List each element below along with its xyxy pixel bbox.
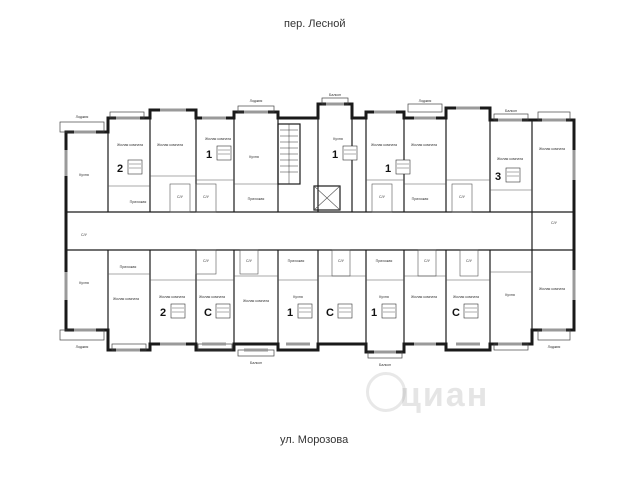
room-label-corridor: Прихожая <box>248 197 265 201</box>
apartment-type-number: С <box>326 307 334 319</box>
street-name-top: пер. Лесной <box>284 18 346 30</box>
apartment-marker[interactable]: 1 <box>206 145 232 161</box>
apartment-marker[interactable]: С <box>326 303 353 319</box>
apartment-marker[interactable]: С <box>204 303 231 319</box>
room-label-living: Жилая комната <box>113 297 139 301</box>
apartment-type-number: 1 <box>287 307 293 319</box>
room-label-bathroom: С/У <box>203 195 210 199</box>
apartment-type-number: 1 <box>332 149 338 161</box>
room-label-living: Жилая комната <box>159 295 185 299</box>
room-label-bathroom: С/У <box>338 259 345 263</box>
watermark-logo-icon <box>366 372 406 412</box>
balcony-label: Балкон <box>379 363 391 367</box>
apartment-marker[interactable]: 2 <box>160 303 186 319</box>
apartment-type-number: 1 <box>385 163 391 175</box>
apartment-marker[interactable]: 2 <box>117 159 143 175</box>
room-label-corridor: Прихожая <box>120 265 137 269</box>
room-label-living: Жилая комната <box>157 143 183 147</box>
room-label-bathroom: С/У <box>177 195 184 199</box>
apartment-type-number: С <box>452 307 460 319</box>
room-label-living: Жилая комната <box>371 143 397 147</box>
room-label-bathroom: С/У <box>424 259 431 263</box>
apartment-type-number: 1 <box>371 307 377 319</box>
room-label-kitchen: Кухня <box>379 295 389 299</box>
apartment-marker[interactable]: С <box>452 303 479 319</box>
apartment-marker[interactable]: 1 <box>385 159 411 175</box>
balcony-label: Балкон <box>329 93 341 97</box>
loggia-label: Лоджия <box>76 345 89 349</box>
room-label-bathroom: С/У <box>466 259 473 263</box>
room-label-corridor: Прихожая <box>376 259 393 263</box>
room-label-corridor: Прихожая <box>288 259 305 263</box>
room-label-kitchen: Кухня <box>79 173 89 177</box>
room-label-bathroom: С/У <box>81 233 88 237</box>
room-label-living: Жилая комната <box>497 157 523 161</box>
room-label-living: Жилая комната <box>539 287 565 291</box>
room-label-living: Жилая комната <box>453 295 479 299</box>
room-label-kitchen: Кухня <box>249 155 259 159</box>
apartment-type-number: С <box>204 307 212 319</box>
room-label-bathroom: С/У <box>551 221 558 225</box>
balcony-label: Балкон <box>505 109 517 113</box>
room-label-kitchen: Кухня <box>505 293 515 297</box>
loggia-label: Лоджия <box>76 115 89 119</box>
room-label-living: Жилая комната <box>117 143 143 147</box>
apartment-marker[interactable]: 3 <box>495 167 521 183</box>
room-label-living: Жилая комната <box>539 147 565 151</box>
room-label-living: Жилая комната <box>411 295 437 299</box>
apartment-type-number: 2 <box>160 307 166 319</box>
apartment-marker[interactable]: 1 <box>287 303 313 319</box>
apartment-type-number: 1 <box>206 149 212 161</box>
room-label-kitchen: Кухня <box>79 281 89 285</box>
loggia-label: Лоджия <box>419 99 432 103</box>
room-label-bathroom: С/У <box>459 195 466 199</box>
room-label-bathroom: С/У <box>246 259 253 263</box>
apartment-type-number: 2 <box>117 163 123 175</box>
apartment-marker[interactable]: 1 <box>371 303 397 319</box>
street-name-bottom: ул. Морозова <box>280 434 349 446</box>
room-label-living: Жилая комната <box>243 299 269 303</box>
room-label-living: Жилая комната <box>411 143 437 147</box>
apartment-type-number: 3 <box>495 171 501 183</box>
room-label-corridor: Прихожая <box>412 197 429 201</box>
room-label-kitchen: Кухня <box>333 137 343 141</box>
room-label-corridor: Прихожая <box>130 200 147 204</box>
room-label-living: Жилая комната <box>199 295 225 299</box>
watermark-logo: циан <box>400 376 490 414</box>
room-label-living: Жилая комната <box>205 137 231 141</box>
room-label-kitchen: Кухня <box>293 295 303 299</box>
building-outline <box>64 102 576 354</box>
loggia-label: Лоджия <box>250 99 263 103</box>
apartment-marker[interactable]: 1 <box>332 145 358 161</box>
room-label-bathroom: С/У <box>379 195 386 199</box>
loggia-label: Лоджия <box>548 345 561 349</box>
balcony-label: Балкон <box>250 361 262 365</box>
room-label-bathroom: С/У <box>203 259 210 263</box>
